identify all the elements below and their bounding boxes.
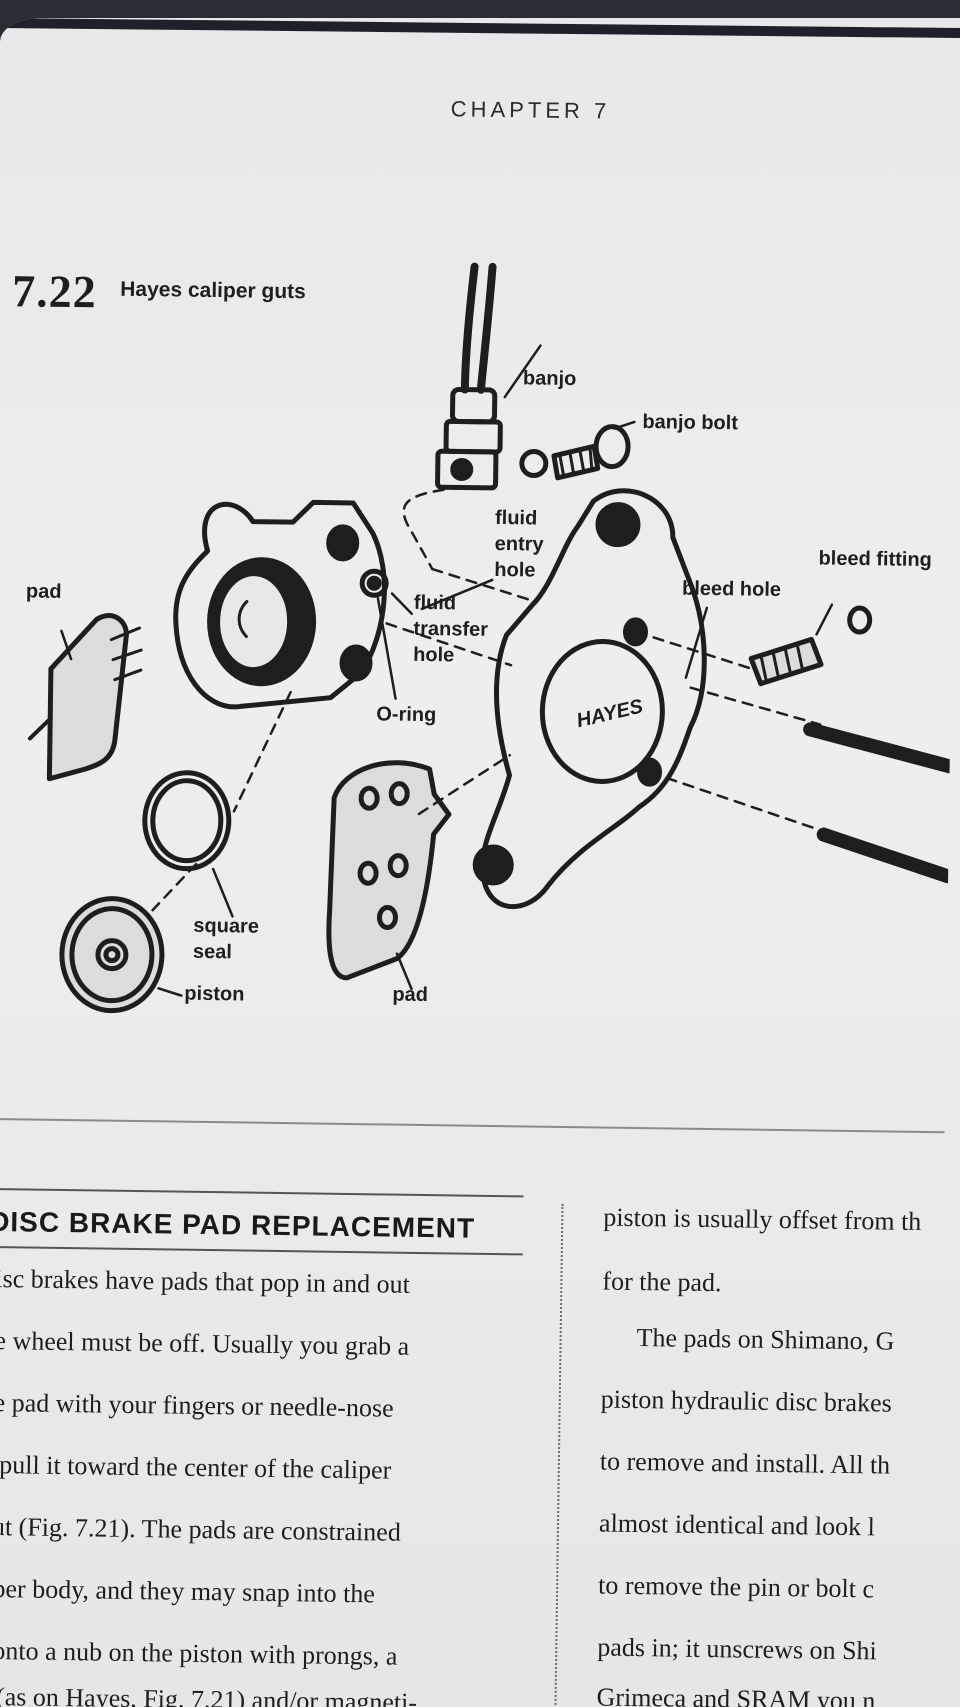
caliper-face	[539, 638, 665, 784]
right-column-line: almost identical and look l	[598, 1508, 876, 1542]
label-bleed-hole: bleed hole	[681, 577, 782, 601]
mounting-bolt-lower	[816, 827, 956, 884]
o-ring-part	[359, 568, 389, 598]
label-fluid-entry-hole: fluid entry hole	[494, 506, 544, 582]
label-square-seal: square seal	[192, 914, 260, 964]
square-seal-part	[142, 770, 232, 872]
banjo-nut	[443, 418, 503, 455]
left-column-line: out (Fig. 7.21). The pads are constraine…	[0, 1511, 402, 1547]
hose-line	[460, 262, 479, 394]
pad-left	[46, 613, 129, 782]
caliper-diagram: HAYES banjo banjo bolt fluid entry hole …	[0, 248, 957, 1121]
right-column-line: piston is usually offset from th	[603, 1202, 922, 1236]
heading-rule-top	[0, 1187, 524, 1198]
label-fluid-transfer-hole: fluid transfer hole	[412, 591, 489, 667]
label-pad-right: pad	[392, 983, 429, 1007]
hayes-logo: HAYES	[574, 695, 645, 732]
left-column-line: d pull it toward the center of the calip…	[0, 1449, 392, 1485]
label-banjo: banjo	[522, 367, 577, 391]
book-page: CHAPTER 7 7.22 Hayes caliper guts	[0, 18, 960, 1707]
left-column-line: r onto a nub on the piston with prongs, …	[0, 1635, 398, 1671]
caliper-exploded-view: HAYES	[27, 262, 957, 1014]
label-pad-left: pad	[25, 580, 62, 603]
right-column-line: Grimeca and SRAM you n	[596, 1682, 876, 1707]
left-column-line: disc brakes have pads that pop in and ou…	[0, 1263, 411, 1299]
label-bleed-fitting: bleed fitting	[818, 547, 933, 572]
section-heading: DISC BRAKE PAD REPLACEMENT	[0, 1205, 476, 1244]
banjo-bolt-head	[593, 424, 631, 470]
right-column-line: The pads on Shimano, G	[636, 1323, 895, 1356]
banjo-bolt-shaft	[551, 443, 601, 481]
right-column-line: for the pad.	[602, 1266, 722, 1298]
chapter-header: CHAPTER 7	[450, 96, 611, 124]
column-divider	[553, 1203, 564, 1707]
label-banjo-bolt: banjo bolt	[642, 411, 739, 435]
heading-rule-bottom	[0, 1245, 523, 1256]
left-column-line: h (as on Hayes, Fig. 7.21) and/or magnet…	[0, 1681, 418, 1707]
figure-divider	[0, 1117, 945, 1134]
hose-line-2	[476, 262, 497, 394]
label-piston: piston	[184, 982, 245, 1006]
left-column-line: he pad with your fingers or needle-nose	[0, 1387, 394, 1423]
right-column-line: piston hydraulic disc brakes	[600, 1384, 892, 1418]
right-column-line: to remove the pin or bolt c	[597, 1570, 875, 1604]
left-column-line: he wheel must be off. Usually you grab a	[0, 1325, 410, 1361]
banjo-washer	[519, 448, 549, 478]
bleed-fitting-part	[748, 636, 824, 687]
banjo-block	[435, 448, 499, 491]
banjo-fitting	[449, 386, 498, 425]
left-column-line: liper body, and they may snap into the	[0, 1573, 376, 1609]
piston-part	[59, 896, 165, 1014]
right-column-line: pads in; it unscrews on Shi	[597, 1632, 877, 1666]
caliper-half-right	[479, 488, 707, 910]
right-column-line: to remove and install. All th	[599, 1446, 891, 1480]
label-o-ring: O-ring	[376, 703, 437, 727]
mounting-bolt-upper	[803, 722, 957, 774]
